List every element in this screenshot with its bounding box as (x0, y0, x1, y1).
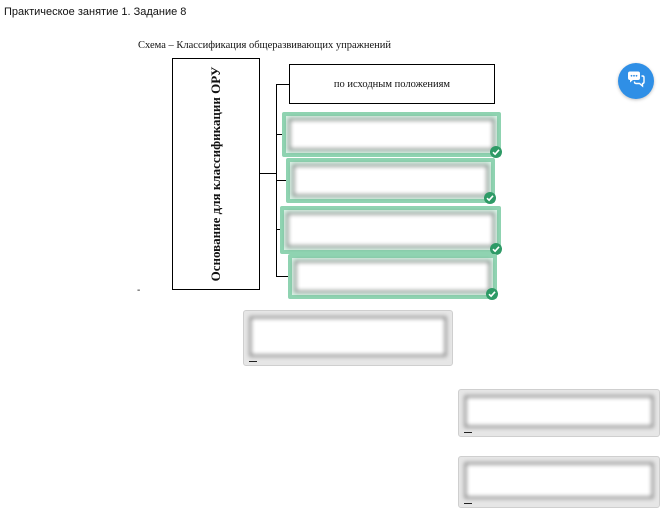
check-icon (484, 192, 496, 204)
draggable-card[interactable] (250, 317, 446, 356)
check-icon (486, 288, 498, 300)
placed-card[interactable] (289, 119, 494, 150)
connector-branch-5 (276, 276, 293, 277)
stray-mark: - (137, 285, 141, 296)
drag-tick (464, 432, 472, 433)
draggable-card[interactable] (465, 396, 653, 427)
drag-tick (249, 361, 257, 362)
chat-bubbles-icon (626, 70, 646, 93)
placed-card[interactable] (295, 261, 490, 292)
pool-item-3[interactable] (458, 456, 660, 508)
drop-slot-3[interactable] (280, 206, 502, 255)
classification-root-box: Основание для классификации ОРУ (172, 58, 260, 290)
root-label: Основание для классификации ОРУ (208, 66, 223, 282)
connector-root-stub (260, 173, 276, 174)
pool-item-1[interactable] (243, 310, 453, 366)
pool-item-2[interactable] (458, 389, 660, 437)
drop-slot-1[interactable] (282, 112, 502, 158)
drag-tick (464, 503, 472, 504)
scheme-title: Схема – Классификация общеразвивающих уп… (138, 40, 391, 51)
check-icon (490, 243, 502, 255)
page-title: Практическое занятие 1. Задание 8 (4, 6, 187, 18)
draggable-card[interactable] (465, 463, 653, 498)
placed-card[interactable] (293, 165, 488, 196)
chat-button[interactable] (618, 63, 654, 99)
connector-branch-3 (276, 180, 289, 181)
check-icon (490, 146, 502, 158)
connector-branch-1 (276, 84, 289, 85)
drop-slot-2[interactable] (286, 158, 496, 204)
category-box-initial-positions: по исходным положениям (289, 64, 495, 104)
placed-card[interactable] (287, 213, 494, 247)
drop-slot-4[interactable] (288, 254, 498, 300)
